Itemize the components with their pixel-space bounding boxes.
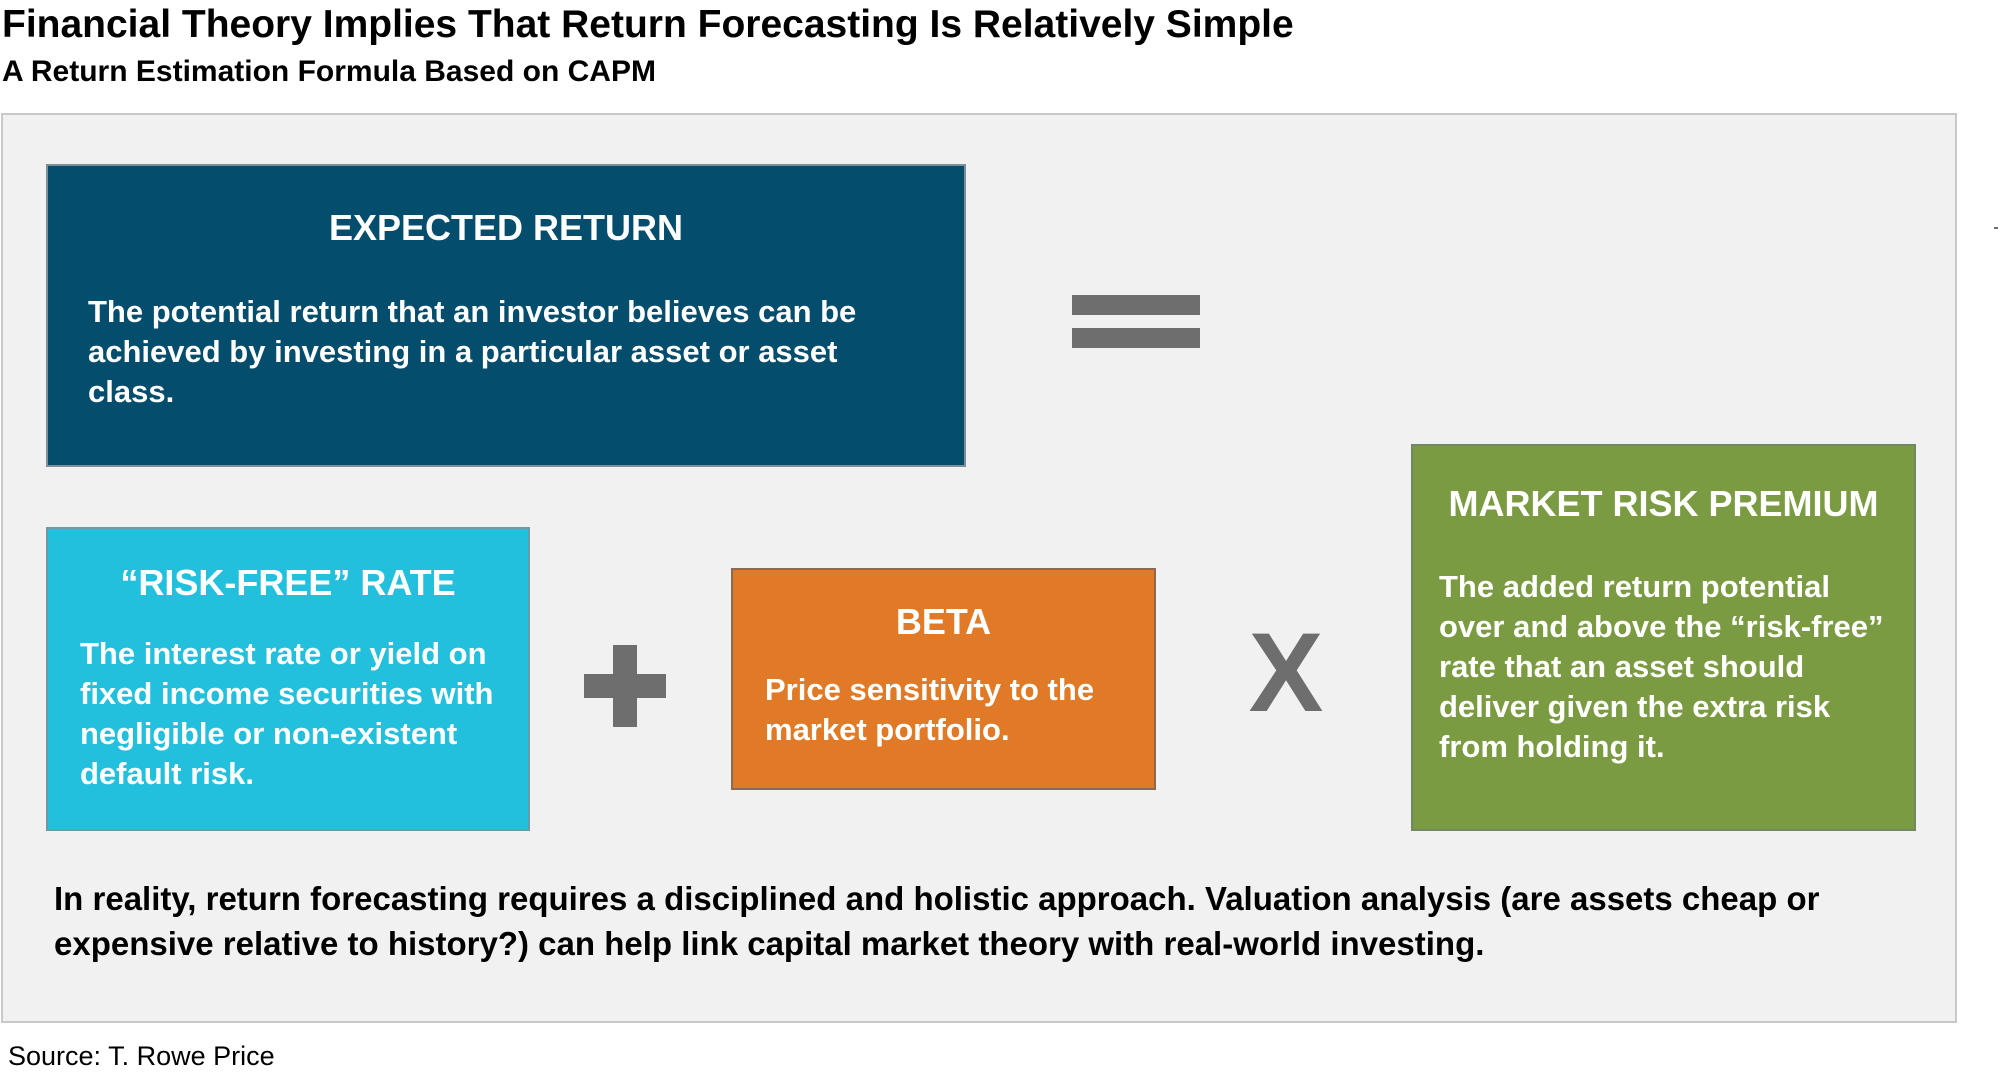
beta-box: BETA Price sensitivity to the market por… bbox=[731, 568, 1156, 790]
plus-bar-vertical bbox=[613, 645, 637, 727]
beta-description: Price sensitivity to the market portfoli… bbox=[765, 672, 1095, 747]
risk-free-rate-description: The interest rate or yield on fixed inco… bbox=[80, 636, 494, 791]
beta-title: BETA bbox=[895, 601, 992, 642]
equals-bar-bottom bbox=[1072, 328, 1200, 348]
expected-return-box: EXPECTED RETURN The potential return tha… bbox=[46, 164, 966, 467]
footnote-text: In reality, return forecasting requires … bbox=[54, 880, 1820, 962]
source-note: Source: T. Rowe Price bbox=[8, 1041, 275, 1071]
edge-tick-mark bbox=[1994, 227, 1998, 229]
market-risk-premium-box: MARKET RISK PREMIUM The added return pot… bbox=[1411, 444, 1916, 831]
equals-bar-top bbox=[1072, 295, 1200, 315]
expected-return-description: The potential return that an investor be… bbox=[88, 294, 857, 409]
risk-free-rate-box: “RISK-FREE” RATE The interest rate or yi… bbox=[46, 527, 530, 831]
risk-free-rate-title: “RISK-FREE” RATE bbox=[120, 562, 456, 603]
expected-return-title: EXPECTED RETURN bbox=[328, 207, 684, 248]
times-icon: X bbox=[1248, 610, 1324, 735]
market-risk-premium-description: The added return potential over and abov… bbox=[1439, 569, 1884, 764]
chart-title: Financial Theory Implies That Return For… bbox=[2, 3, 1294, 46]
market-risk-premium-title: MARKET RISK PREMIUM bbox=[1448, 483, 1879, 524]
chart-subtitle: A Return Estimation Formula Based on CAP… bbox=[2, 55, 656, 88]
